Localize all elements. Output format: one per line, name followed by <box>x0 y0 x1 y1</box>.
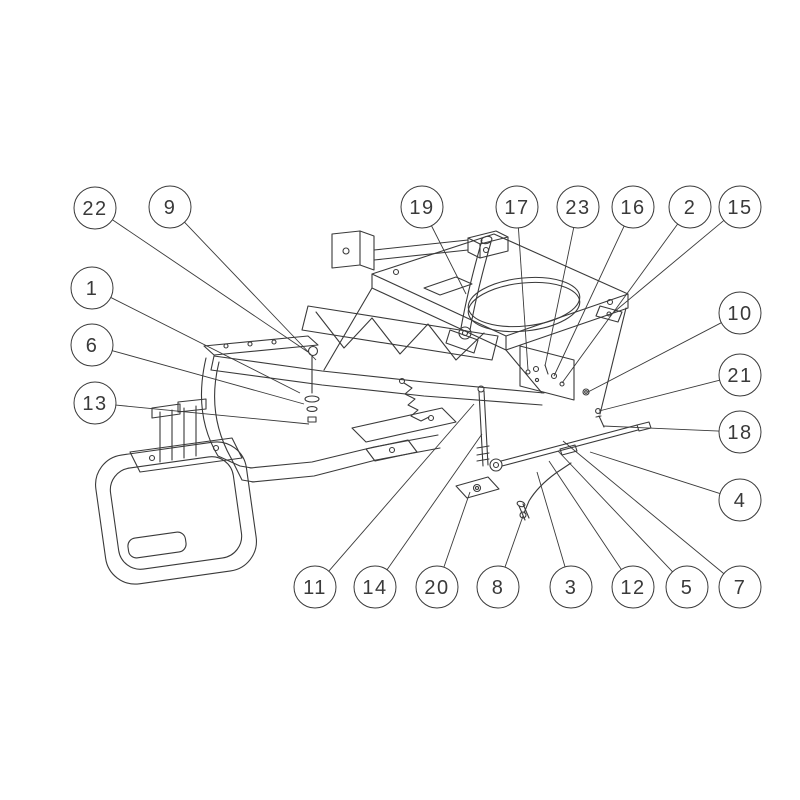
leader-line-14 <box>386 433 483 571</box>
leader-line-1 <box>110 297 301 394</box>
callout-number-21: 21 <box>727 365 752 387</box>
spring <box>398 377 435 422</box>
bumper-posts <box>151 398 207 463</box>
callout-balloon-7 <box>718 565 762 609</box>
callout-balloon-22 <box>73 186 117 230</box>
main-frame-rails <box>200 355 545 459</box>
leader-line-3 <box>536 471 566 567</box>
leader-line-5 <box>557 450 673 573</box>
callout-balloon-18 <box>718 410 762 454</box>
bumper-assembly <box>95 437 257 585</box>
leader-line-20 <box>443 491 471 568</box>
callout-balloon-4 <box>718 478 762 522</box>
adjuster-rod <box>476 385 490 467</box>
callout-balloon-23 <box>556 185 600 229</box>
callout-balloon-15 <box>718 185 762 229</box>
callout-balloon-1 <box>70 266 114 310</box>
callout-number-8: 8 <box>492 577 505 599</box>
leader-line-4 <box>589 451 721 495</box>
callout-number-9: 9 <box>164 197 177 219</box>
callout-balloon-5 <box>665 565 709 609</box>
callout-number-3: 3 <box>565 577 578 599</box>
callout-balloon-12 <box>611 565 655 609</box>
leader-line-9 <box>184 221 317 361</box>
leader-line-10 <box>587 322 722 393</box>
callout-number-5: 5 <box>681 577 694 599</box>
callout-number-19: 19 <box>409 197 434 219</box>
callout-balloon-20 <box>415 565 459 609</box>
callout-number-6: 6 <box>86 335 99 357</box>
callout-number-14: 14 <box>362 577 387 599</box>
deck-plate <box>323 233 629 415</box>
control-lever <box>445 235 493 354</box>
leader-line-2 <box>561 223 679 384</box>
hardware-stack <box>304 355 320 423</box>
mounting-bracket-small <box>455 476 500 499</box>
callout-balloon-16 <box>611 185 655 229</box>
callout-number-11: 11 <box>303 577 327 599</box>
callout-number-23: 23 <box>565 197 590 219</box>
leader-line-12 <box>548 460 622 570</box>
callout-balloon-19 <box>400 185 444 229</box>
callout-balloon-13 <box>73 381 117 425</box>
leader-line-21 <box>598 379 720 412</box>
callout-number-4: 4 <box>734 490 747 512</box>
callout-balloon-10 <box>718 291 762 335</box>
callout-number-20: 20 <box>424 577 449 599</box>
leader-line-13 <box>115 404 310 425</box>
frame-assembly-drawing <box>95 230 652 585</box>
callout-number-22: 22 <box>82 198 107 220</box>
lower-frame-rail <box>217 407 457 483</box>
callout-balloon-2 <box>668 185 712 229</box>
callout-balloon-11 <box>293 565 337 609</box>
callout-number-1: 1 <box>86 278 99 300</box>
callout-balloon-17 <box>495 185 539 229</box>
leader-line-17 <box>517 227 529 371</box>
leader-line-23 <box>544 227 575 367</box>
leader-line-18 <box>602 425 720 432</box>
leader-line-7 <box>562 440 725 574</box>
cross-brace <box>301 305 499 361</box>
callout-balloon-9 <box>148 185 192 229</box>
callout-number-17: 17 <box>504 197 529 219</box>
callout-balloon-21 <box>718 353 762 397</box>
bent-link <box>519 462 572 519</box>
callout-number-7: 7 <box>734 577 747 599</box>
callout-number-18: 18 <box>727 422 752 444</box>
leader-line-6 <box>112 350 305 405</box>
callout-number-16: 16 <box>620 197 645 219</box>
mounting-bolt <box>516 500 530 521</box>
callout-number-12: 12 <box>620 577 645 599</box>
left-control-arm <box>203 335 319 357</box>
top-brackets <box>331 230 509 271</box>
drag-link <box>489 421 652 472</box>
leader-line-19 <box>431 225 467 295</box>
leader-line-8 <box>504 515 524 568</box>
callout-balloon-6 <box>70 323 114 367</box>
callout-number-13: 13 <box>82 393 107 415</box>
callout-balloon-8 <box>476 565 520 609</box>
right-fasteners <box>525 364 605 428</box>
callout-balloon-3 <box>549 565 593 609</box>
callout-number-2: 2 <box>684 197 697 219</box>
leader-line-16 <box>553 225 625 377</box>
leader-line-22 <box>112 219 309 353</box>
callout-number-15: 15 <box>727 197 752 219</box>
callout-balloon-14 <box>353 565 397 609</box>
callout-number-10: 10 <box>727 303 752 325</box>
leader-line-15 <box>613 220 725 313</box>
leader-line-11 <box>328 403 475 572</box>
